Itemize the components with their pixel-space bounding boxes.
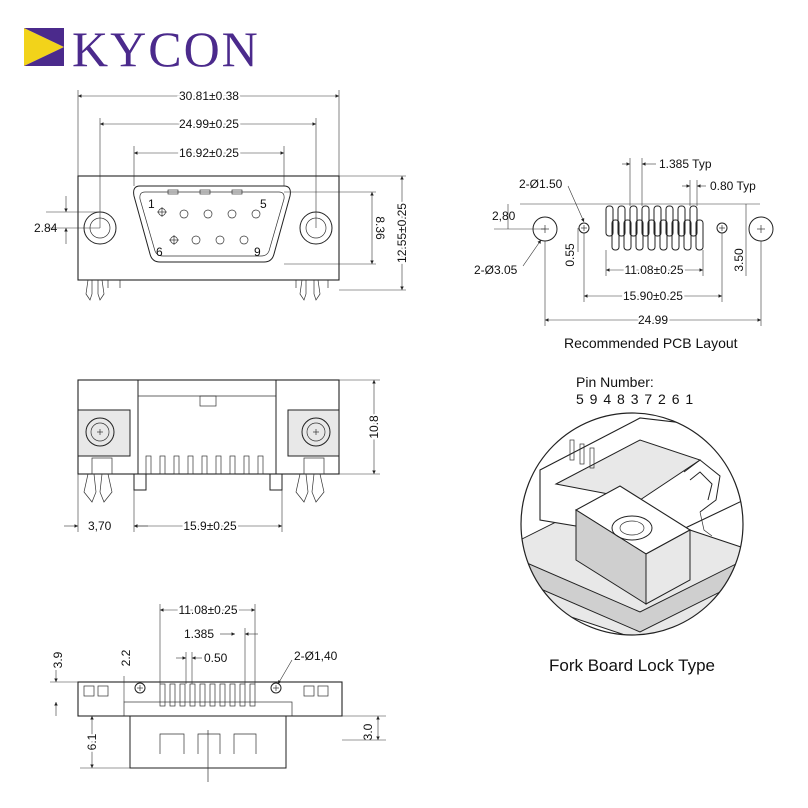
pcb-dim-pad: 0.80 Typ bbox=[710, 179, 756, 193]
side-board-lock-right bbox=[295, 457, 325, 503]
bottom-dim-height-a: 3.9 bbox=[51, 651, 65, 668]
side-boss-right bbox=[287, 409, 340, 457]
bottom-dim-pin-span: 11.08±0.25 bbox=[178, 603, 237, 617]
pcb-dim-height: 3.50 bbox=[732, 248, 746, 272]
pin-label-1: 1 bbox=[148, 197, 155, 211]
pcb-dim-mount-offset: 2,80 bbox=[492, 209, 516, 223]
side-dim-height: 10.8 bbox=[367, 415, 381, 439]
front-view: 1 5 6 9 30.81±0.38 24.99±0.25 16.92±0.25 bbox=[34, 87, 411, 301]
pin-row-top bbox=[157, 207, 261, 219]
side-board-lock-left bbox=[83, 457, 113, 503]
front-flange bbox=[77, 175, 340, 281]
dim-shell-height: 8.36 bbox=[373, 216, 387, 240]
kycon-logo: KYCON bbox=[24, 21, 260, 77]
bottom-dim-height-b: 2.2 bbox=[119, 649, 133, 666]
bottom-pins bbox=[159, 683, 256, 707]
dim-overall-height: 12.55±0.25 bbox=[395, 203, 409, 263]
dim-mount-spacing: 24.99±0.25 bbox=[179, 117, 239, 131]
pin-label-6: 6 bbox=[156, 245, 163, 259]
pcb-layout: 1.385 Typ 0.80 Typ 2-Ø1.50 2,80 2-Ø3.05 … bbox=[474, 157, 774, 351]
pin-label-5: 5 bbox=[260, 197, 267, 211]
pcb-slots-top bbox=[605, 205, 704, 251]
dim-hole-height: 2.84 bbox=[34, 221, 58, 235]
pcb-caption: Recommended PCB Layout bbox=[564, 335, 738, 351]
pin-number-label: Pin Number: bbox=[576, 374, 654, 390]
bottom-dim-depth: 6.1 bbox=[85, 733, 99, 750]
bottom-dim-locator: 2-Ø1,40 bbox=[294, 649, 338, 663]
logo-triangle-purple-lower bbox=[24, 47, 64, 66]
side-latch bbox=[199, 395, 217, 407]
front-shell bbox=[133, 185, 291, 263]
shell-tab bbox=[231, 189, 243, 195]
pin-label-9: 9 bbox=[254, 245, 261, 259]
pcb-dim-mount-hole: 2-Ø3.05 bbox=[474, 263, 518, 277]
bottom-dim-offset: 3.0 bbox=[361, 723, 375, 740]
pcb-dim-row-offset: 0.55 bbox=[563, 243, 577, 267]
bottom-view: 11.08±0.25 1.385 0.50 2-Ø1,40 3.9 2.2 6.… bbox=[50, 601, 386, 782]
bottom-dim-pad: 0.50 bbox=[204, 651, 228, 665]
shell-tab bbox=[199, 189, 211, 195]
board-lock-right bbox=[295, 279, 329, 301]
shell-tab bbox=[167, 189, 179, 195]
side-dim-edge-offset: 3,70 bbox=[88, 519, 112, 533]
pcb-dim-locator: 2-Ø1.50 bbox=[519, 177, 563, 191]
dim-overall-width: 30.81±0.38 bbox=[179, 89, 239, 103]
pcb-dim-locator-spacing: 15.90±0.25 bbox=[623, 289, 683, 303]
side-dim-locator-spacing: 15.9±0.25 bbox=[183, 519, 237, 533]
logo-wordmark: KYCON bbox=[72, 21, 260, 77]
pin-number-sequence: 5 9 4 8 3 7 2 6 1 bbox=[576, 391, 694, 407]
logo-triangle-purple bbox=[24, 28, 64, 47]
pcb-dim-pitch: 1.385 Typ bbox=[659, 157, 712, 171]
logo-triangle-yellow bbox=[24, 28, 64, 66]
detail-caption: Fork Board Lock Type bbox=[549, 656, 715, 675]
front-shell-inner bbox=[139, 191, 285, 257]
pcb-dim-pin-span: 11.08±0.25 bbox=[624, 263, 683, 277]
side-boss-left bbox=[77, 409, 131, 457]
dim-shell-width: 16.92±0.25 bbox=[179, 146, 239, 160]
detail-circle bbox=[520, 412, 744, 636]
side-pins bbox=[145, 455, 264, 475]
bottom-dim-pitch: 1.385 bbox=[184, 627, 214, 641]
board-lock-left bbox=[85, 279, 121, 301]
pin-row-bottom bbox=[169, 235, 249, 245]
side-view: 10.8 3,70 15.9±0.25 bbox=[64, 379, 383, 535]
pcb-dim-mount-spacing: 24.99 bbox=[638, 313, 668, 327]
fork-lock-detail bbox=[520, 412, 744, 636]
